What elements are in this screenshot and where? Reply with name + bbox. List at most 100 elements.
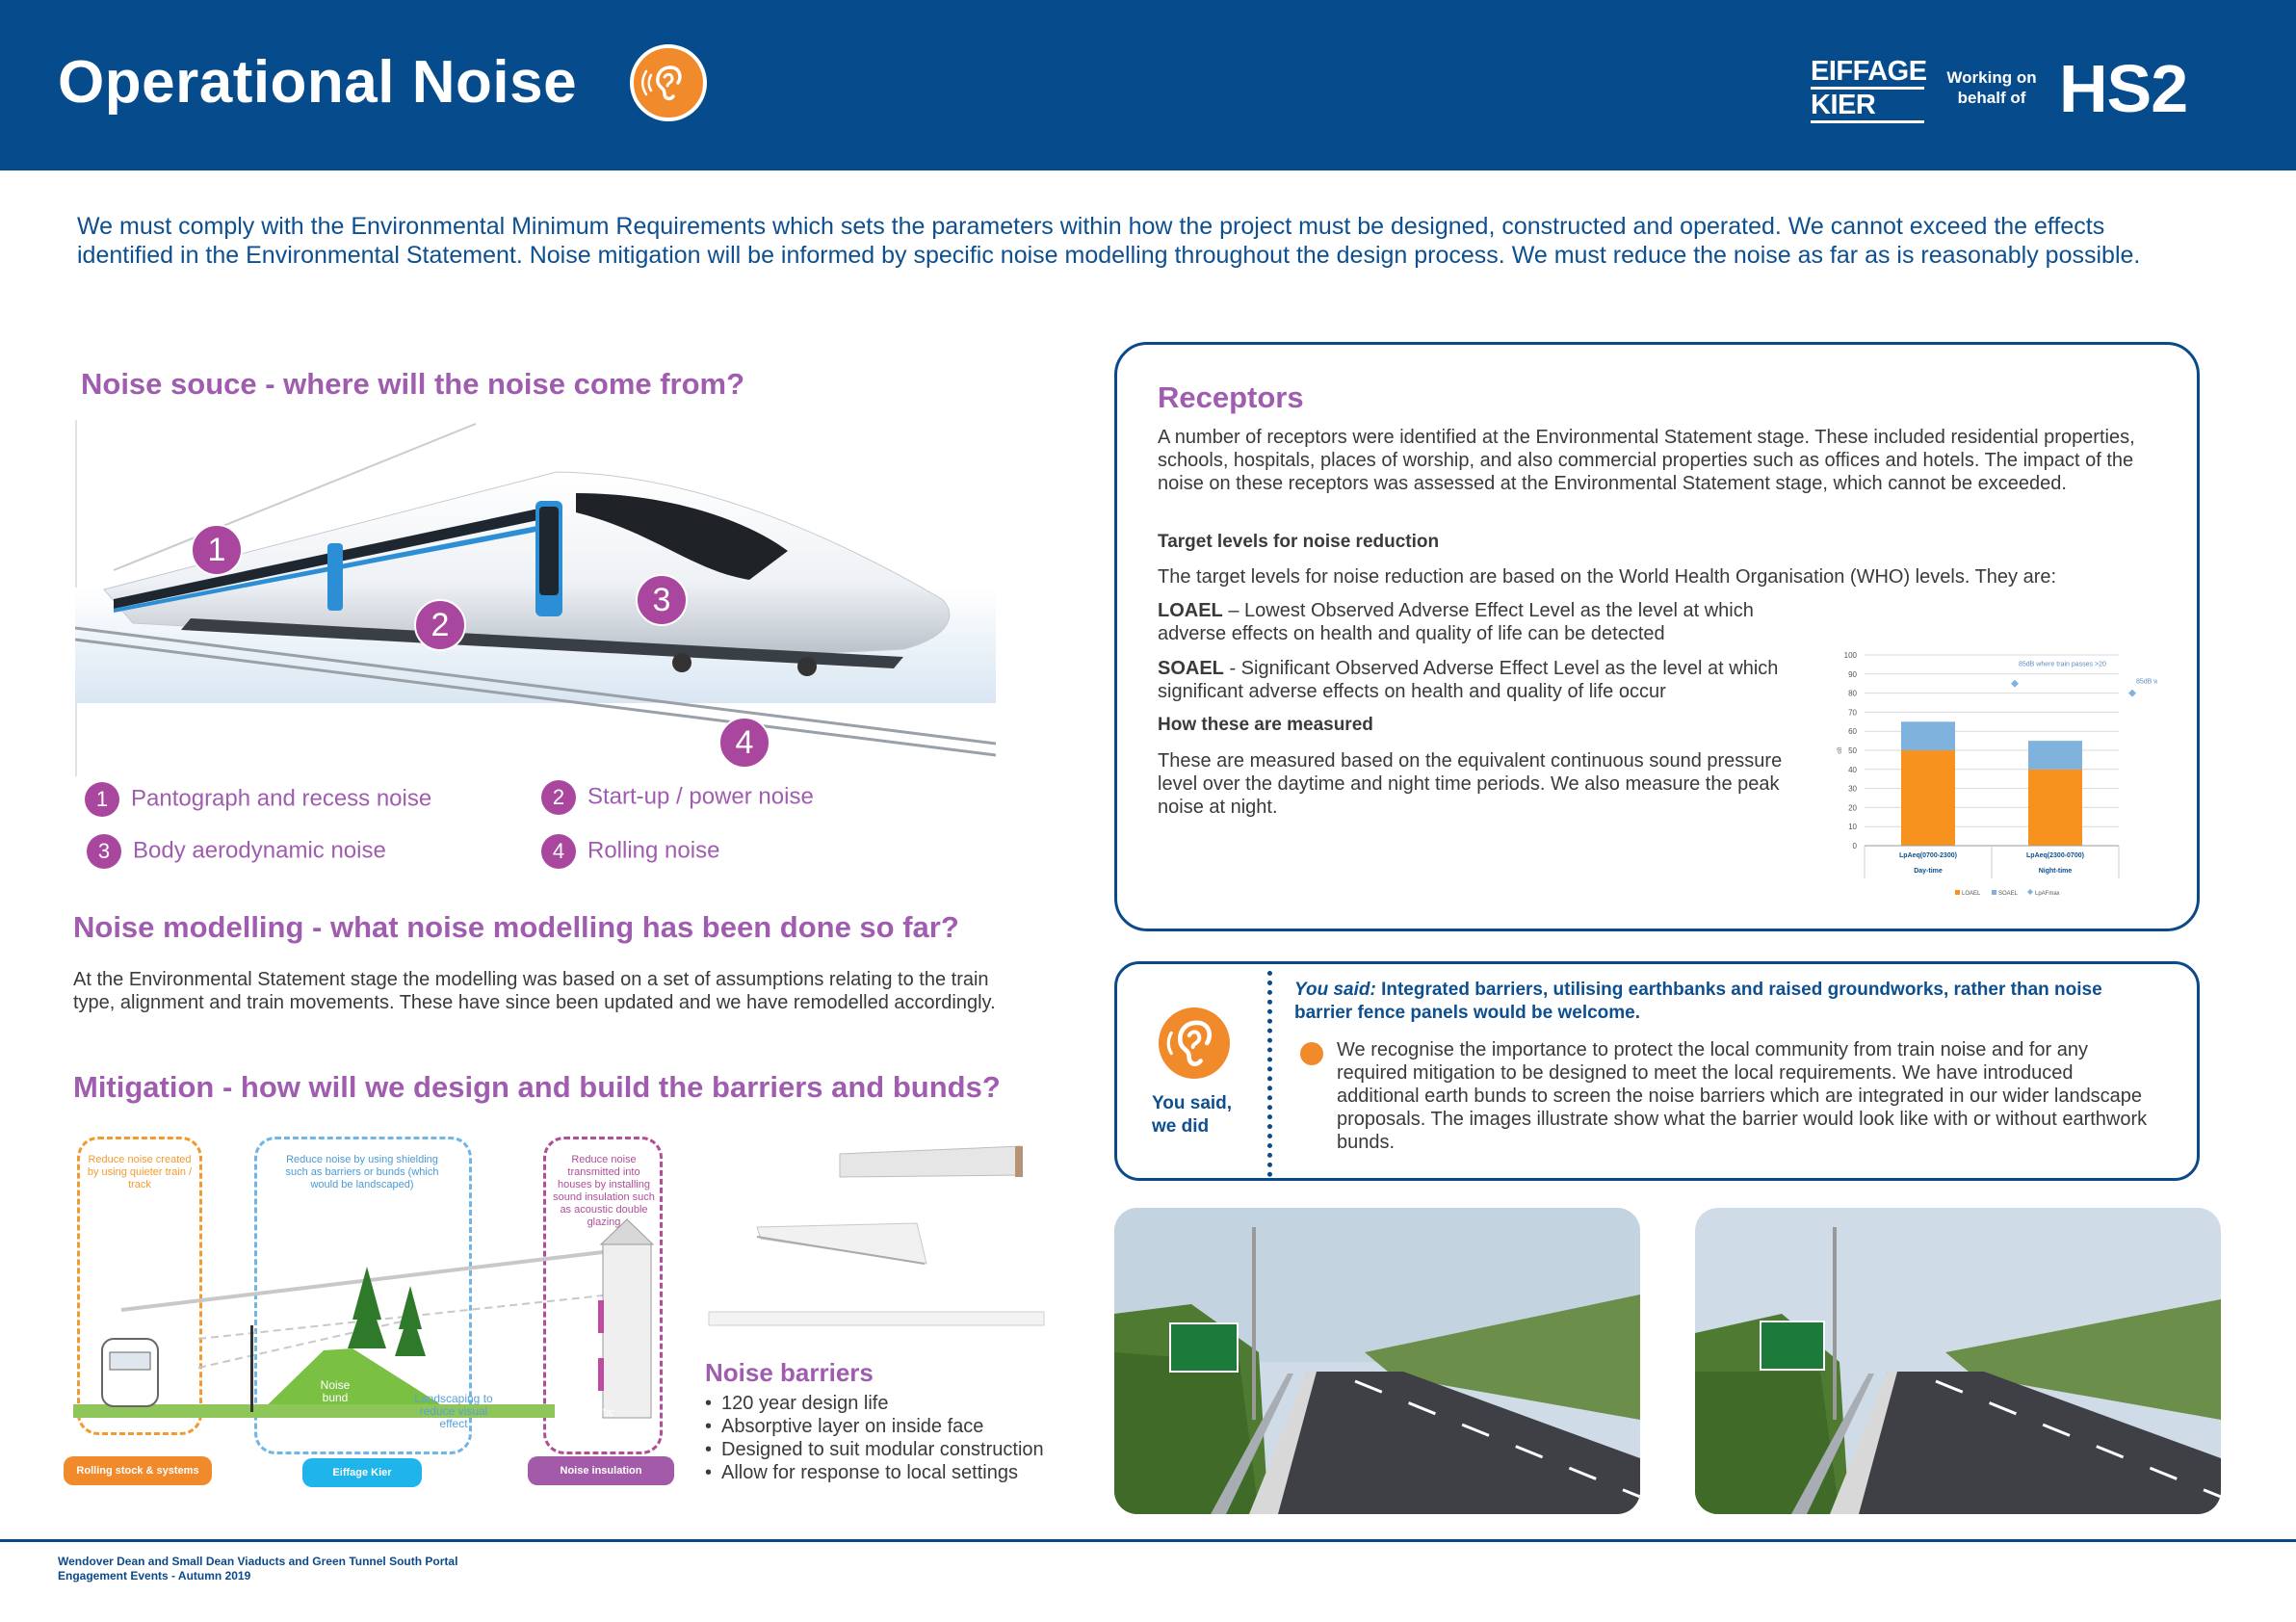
y-tick-label: 10 xyxy=(1848,823,1857,831)
modelling-text: At the Environmental Statement stage the… xyxy=(73,969,996,1013)
x-group-label: Night-time xyxy=(2039,868,2073,875)
insulation-caption: Reduce noise transmitted into houses by … xyxy=(553,1154,655,1228)
we-did-bullet xyxy=(1300,1042,1323,1065)
loael-text: LOAEL – Lowest Observed Adverse Effect L… xyxy=(1158,599,1793,645)
you-said-panel xyxy=(1114,961,2200,1181)
legend-label: Rolling noise xyxy=(587,837,720,864)
soael-desc: - Significant Observed Adverse Effect Le… xyxy=(1158,658,1779,702)
list-item: 120 year design life xyxy=(705,1392,1044,1415)
noise-insulation-pill: Noise insulation xyxy=(528,1456,674,1485)
logo-top-text: EIFFAGE xyxy=(1811,56,1927,90)
list-item: Designed to suit modular construction xyxy=(705,1438,1044,1461)
mitigation-diagram: Reduce noise created by using quieter tr… xyxy=(64,1127,680,1493)
y-tick-label: 50 xyxy=(1848,746,1857,755)
y-tick-label: 60 xyxy=(1848,727,1857,736)
you-said-label: You said, we did xyxy=(1152,1093,1233,1137)
train-illustration: 1 2 3 4 xyxy=(74,416,997,782)
marker-3: 3 xyxy=(636,574,688,626)
point-lpafmax xyxy=(2128,689,2136,697)
marker-2: 2 xyxy=(414,599,466,651)
list-item: Allow for response to local settings xyxy=(705,1461,1044,1484)
legend-label: SOAEL xyxy=(1998,891,2019,897)
y-tick-label: 70 xyxy=(1848,708,1857,717)
receptors-text: A number of receptors were identified at… xyxy=(1158,427,2135,494)
ear-icon xyxy=(1159,1007,1230,1079)
legend-item-1: 1 Pantograph and recess noise xyxy=(85,782,431,817)
x-tick-label: LpAeq(0700-2300) xyxy=(1899,852,1957,859)
bar-soael xyxy=(2028,741,2082,770)
landscape-label: Landscaping to reduce visual effect xyxy=(414,1392,493,1430)
shielding-caption: Reduce noise by using shielding such as … xyxy=(285,1154,439,1190)
logo-bottom-text: KIER xyxy=(1811,90,1924,123)
target-text: The target levels for noise reduction ar… xyxy=(1158,566,2057,588)
target-heading: Target levels for noise reduction xyxy=(1158,532,1440,552)
y-tick-label: 30 xyxy=(1848,785,1857,794)
receptors-panel xyxy=(1114,342,2200,931)
barrier-photo-without-bunds xyxy=(1695,1208,2221,1514)
you-said-body: Integrated barriers, utilising earthbank… xyxy=(1294,980,2102,1023)
dotted-divider xyxy=(1267,971,1272,1177)
legend-swatch xyxy=(1955,890,1960,895)
rolling-stock-pill: Rolling stock & systems xyxy=(64,1456,212,1485)
footer-divider xyxy=(0,1539,2296,1542)
modelling-heading: Noise modelling - what noise modelling h… xyxy=(73,910,959,944)
receptors-heading: Receptors xyxy=(1158,380,1304,414)
barrier-renders xyxy=(703,1137,1050,1339)
annotation-label: 85dB where train passes >20 xyxy=(2136,679,2157,686)
y-tick-label: 20 xyxy=(1848,803,1857,812)
legend-label: LOAEL xyxy=(1962,891,1981,897)
legend-num: 1 xyxy=(85,782,119,817)
noise-levels-chart: 0 10 20 30 40 50 60 70 80 90 100 dB 85dB where train… xyxy=(1838,651,2157,897)
glazing-label: Acoustic double-glazing* xyxy=(570,1405,614,1444)
we-did-text: We recognise the importance to protect t… xyxy=(1337,1039,2148,1153)
legend-label: Start-up / power noise xyxy=(587,783,814,810)
footer-line-1: Wendover Dean and Small Dean Viaducts an… xyxy=(58,1555,458,1568)
page-title: Operational Noise xyxy=(58,49,578,116)
eiffage-kier-pill: Eiffage Kier xyxy=(302,1458,422,1487)
barrier-photo-with-bunds xyxy=(1114,1208,1640,1514)
bar-loael xyxy=(1901,750,1955,846)
you-said-text: You said: Integrated barriers, utilising… xyxy=(1294,979,2161,1025)
y-tick-label: 80 xyxy=(1848,690,1857,698)
soael-text: SOAEL - Significant Observed Adverse Eff… xyxy=(1158,657,1793,703)
bar-loael xyxy=(2028,769,2082,846)
measured-heading: How these are measured xyxy=(1158,715,1373,735)
noise-barriers-heading: Noise barriers xyxy=(705,1358,874,1387)
y-tick-label: 0 xyxy=(1853,842,1858,850)
legend-label: Pantograph and recess noise xyxy=(131,785,432,812)
y-tick-label: 90 xyxy=(1848,670,1857,679)
legend-label: LpAFmax xyxy=(2035,891,2060,897)
measured-text: These are measured based on the equivale… xyxy=(1158,750,1783,818)
noise-source-heading: Noise souce - where will the noise come … xyxy=(81,367,745,401)
soael-term: SOAEL xyxy=(1158,658,1224,679)
y-tick-label: 40 xyxy=(1848,766,1857,774)
x-tick-label: LpAeq(2300-0700) xyxy=(2026,852,2084,859)
bund-label: Noise bund xyxy=(320,1378,351,1404)
x-group-label: Day-time xyxy=(1914,868,1943,875)
legend-label: Body aerodynamic noise xyxy=(133,837,386,864)
insulation-box xyxy=(543,1137,663,1454)
intro-text: We must comply with the Environmental Mi… xyxy=(77,213,2141,269)
hs2-logo: HS2 xyxy=(2059,51,2188,126)
legend-swatch xyxy=(2027,889,2033,895)
legend-swatch xyxy=(1992,890,1996,895)
you-said-prefix: You said: xyxy=(1294,980,1376,1000)
y-tick-label: 100 xyxy=(1844,651,1858,660)
loael-term: LOAEL xyxy=(1158,600,1223,621)
quieter-train-caption: Reduce noise created by using quieter tr… xyxy=(87,1154,193,1190)
list-item: Absorptive layer on inside face xyxy=(705,1415,1044,1438)
behalf-text: Working on behalf of xyxy=(1946,68,2037,107)
point-lpafmax xyxy=(2011,679,2019,688)
y-axis-label: dB xyxy=(1838,746,1843,753)
annotation-label: 85dB where train passes >20 xyxy=(2019,662,2106,668)
noise-barriers-list: 120 year design life Absorptive layer on… xyxy=(705,1392,1044,1484)
legend-num: 3 xyxy=(87,834,121,869)
footer-line-2: Engagement Events - Autumn 2019 xyxy=(58,1569,251,1583)
legend-item-3: 3 Body aerodynamic noise xyxy=(87,834,386,869)
marker-4: 4 xyxy=(718,717,770,769)
header-bar xyxy=(0,0,2296,170)
eiffage-kier-logo: EIFFAGE KIER xyxy=(1811,56,1927,123)
ear-icon xyxy=(630,44,707,121)
